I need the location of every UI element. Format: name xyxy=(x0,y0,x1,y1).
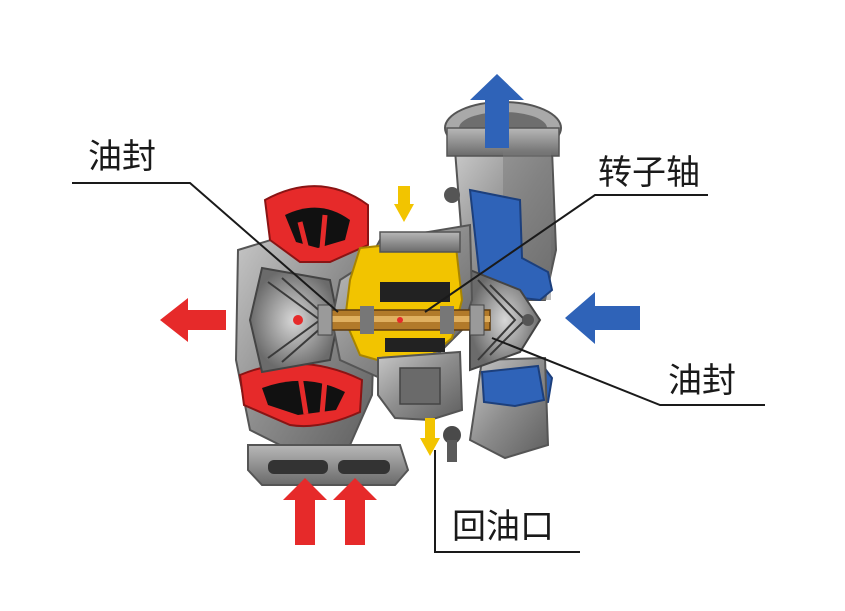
oil-return-label: 回油口 xyxy=(452,507,554,547)
oil-seal-left-label: 油封 xyxy=(88,137,156,177)
bearing-housing xyxy=(330,223,474,422)
compressor-housing xyxy=(468,188,554,460)
exhaust-out-arrow-icon xyxy=(160,298,226,342)
oil-in-arrow-icon xyxy=(394,186,414,222)
leader-seal-left xyxy=(72,182,339,313)
air-in-arrow-icon xyxy=(565,292,640,344)
oil-seal-right-label: 油封 xyxy=(668,361,736,401)
leader-rotor xyxy=(424,194,708,313)
leader-lines xyxy=(72,182,765,553)
air-out-arrow-icon xyxy=(470,74,524,148)
rotor-shaft-label: 转子轴 xyxy=(598,153,700,193)
oil-out-arrow-icon xyxy=(420,418,440,456)
bolts xyxy=(443,187,461,462)
compressor-wheel xyxy=(469,268,542,372)
exhaust-in-arrow-icon xyxy=(283,478,377,545)
rotor-shaft xyxy=(317,304,491,336)
leader-oil-return xyxy=(434,450,580,553)
leader-seal-right xyxy=(491,337,765,406)
